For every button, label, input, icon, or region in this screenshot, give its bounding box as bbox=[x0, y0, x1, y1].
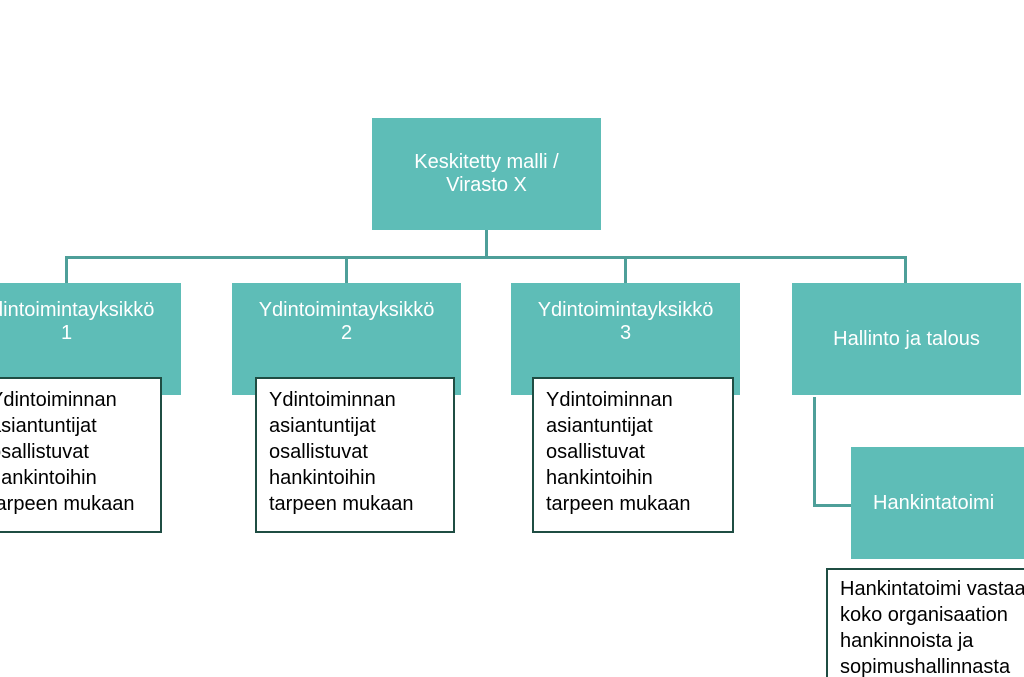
connector-unit-3 bbox=[624, 256, 627, 283]
procurement-note-line2: koko organisaation bbox=[840, 604, 1008, 626]
root-box: Keskitetty malli / Virasto X bbox=[372, 118, 601, 230]
connector-admin-down bbox=[813, 397, 816, 507]
procurement-box: Hankintatoimi bbox=[851, 447, 1024, 559]
unit-3-note-line2: asiantuntijat bbox=[546, 415, 653, 437]
unit-2-note-line3: osallistuvat bbox=[269, 441, 368, 463]
unit-1-note-line2: asiantuntijat bbox=[0, 415, 97, 437]
unit-3-note-line3: osallistuvat bbox=[546, 441, 645, 463]
unit-1-note-line4: hankintoihin bbox=[0, 467, 97, 489]
procurement-note-line4: sopimushallinnasta bbox=[840, 656, 1011, 677]
unit-1-title-line2: 1 bbox=[60, 322, 73, 344]
connector-unit-2 bbox=[345, 256, 348, 283]
connector-admin bbox=[904, 256, 907, 283]
root-label-line1: Keskitetty malli / bbox=[414, 151, 559, 173]
unit-3-note-line4: hankintoihin bbox=[546, 467, 653, 489]
unit-2-note: Ydintoiminnan asiantuntijat osallistuvat… bbox=[255, 377, 455, 533]
connector-root-down bbox=[485, 230, 488, 258]
unit-3-title-line2: 3 bbox=[619, 322, 632, 344]
procurement-note-line1: Hankintatoimi vastaa bbox=[840, 578, 1024, 600]
unit-1-title-line1: Ydintoimintayksikkö bbox=[0, 299, 155, 321]
unit-3-note-line1: Ydintoiminnan bbox=[546, 389, 673, 411]
unit-2-note-line5: tarpeen mukaan bbox=[269, 493, 414, 515]
unit-3-note: Ydintoiminnan asiantuntijat osallistuvat… bbox=[532, 377, 734, 533]
unit-2-note-line1: Ydintoiminnan bbox=[269, 389, 396, 411]
root-label-line2: Virasto X bbox=[446, 174, 527, 196]
unit-1-note-line1: Ydintoiminnan bbox=[0, 389, 117, 411]
unit-3-note-line5: tarpeen mukaan bbox=[546, 493, 691, 515]
unit-box-1: Ydintoimintayksikkö 1 bbox=[0, 283, 181, 395]
unit-1-note-line5: tarpeen mukaan bbox=[0, 493, 135, 515]
procurement-note: Hankintatoimi vastaa koko organisaation … bbox=[826, 568, 1024, 677]
admin-box: Hallinto ja talous bbox=[792, 283, 1021, 395]
unit-box-3: Ydintoimintayksikkö 3 bbox=[511, 283, 740, 395]
unit-2-note-line2: asiantuntijat bbox=[269, 415, 376, 437]
unit-2-title-line1: Ydintoimintayksikkö bbox=[258, 299, 435, 321]
unit-1-note: Ydintoiminnan asiantuntijat osallistuvat… bbox=[0, 377, 162, 533]
admin-title: Hallinto ja talous bbox=[833, 327, 980, 350]
unit-box-2: Ydintoimintayksikkö 2 bbox=[232, 283, 461, 395]
unit-2-note-line4: hankintoihin bbox=[269, 467, 376, 489]
unit-2-title-line2: 2 bbox=[340, 322, 353, 344]
procurement-title: Hankintatoimi bbox=[873, 491, 995, 514]
procurement-note-line3: hankinnoista ja bbox=[840, 630, 974, 652]
connector-procurement bbox=[813, 504, 851, 507]
unit-1-note-line3: osallistuvat bbox=[0, 441, 89, 463]
unit-3-title-line1: Ydintoimintayksikkö bbox=[537, 299, 714, 321]
connector-unit-1 bbox=[65, 256, 68, 283]
connector-horizontal bbox=[65, 256, 907, 259]
